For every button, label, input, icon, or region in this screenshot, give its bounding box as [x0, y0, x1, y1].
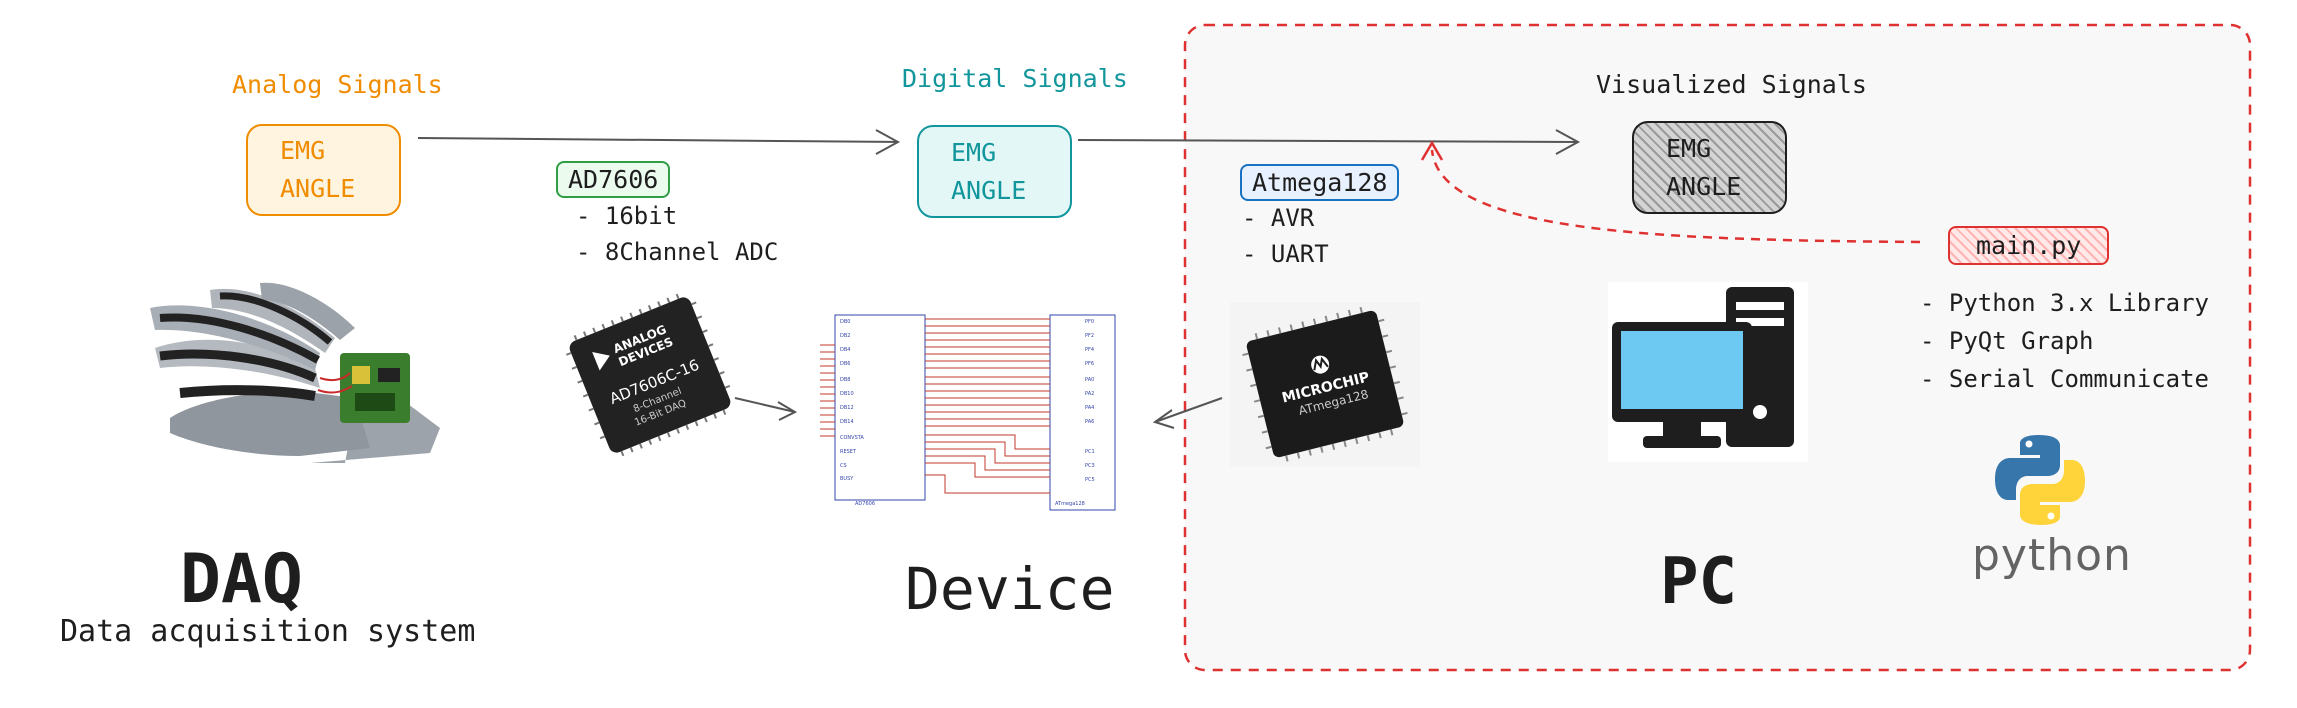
svg-text:PA2: PA2 — [1085, 391, 1094, 397]
svg-text:CS: CS — [840, 463, 847, 469]
analog-emg-label: EMG — [280, 136, 326, 165]
mcu-name-label: Atmega128 — [1240, 164, 1400, 201]
adc-chip-image: ANALOG DEVICES AD7606C-16 8-Channel 16-B… — [565, 293, 731, 457]
svg-text:BUSY: BUSY — [840, 476, 854, 482]
svg-text:DB6: DB6 — [840, 361, 850, 367]
digital-emg-label: EMG — [951, 137, 997, 167]
svg-text:PC1: PC1 — [1085, 449, 1095, 455]
arrow-digital-to-visualized — [1077, 139, 1579, 143]
svg-text:AD7606: AD7606 — [855, 501, 875, 507]
svg-text:PA4: PA4 — [1085, 405, 1094, 411]
arrowhead-mcu-to-schematic — [1152, 409, 1175, 429]
visualized-signals-label: Visualized Signals — [1596, 70, 1867, 99]
software-feature-item: - Serial Communicate — [1920, 365, 2209, 393]
svg-text:PF4: PF4 — [1085, 347, 1094, 353]
adc-name-label: AD7606 — [556, 161, 671, 198]
adc-feature-list: - 16bit - 8Channel ADC — [576, 198, 778, 270]
daq-title: DAQ — [180, 540, 303, 619]
adc-feature-item: - 8Channel ADC — [576, 238, 779, 266]
digital-signals-label: Digital Signals — [902, 64, 1128, 93]
analog-signals-label: Analog Signals — [232, 70, 443, 99]
adc-feature-item: - 16bit — [576, 202, 678, 230]
mcu-feature-list: - AVR - UART — [1242, 200, 1329, 272]
daq-subtitle: Data acquisition system — [60, 614, 476, 649]
analog-angle-label: ANGLE — [280, 174, 356, 203]
svg-text:PF2: PF2 — [1085, 333, 1094, 339]
svg-text:DB14: DB14 — [840, 419, 854, 425]
arrow-mcu-to-schematic — [1154, 397, 1223, 423]
arrowhead-analog-to-digital — [875, 129, 901, 155]
pc-title: PC — [1660, 545, 1738, 619]
python-logo-icon — [1995, 435, 2085, 525]
arrow-analog-to-digital — [417, 137, 899, 143]
visualized-angle-label: ANGLE — [1666, 171, 1742, 201]
python-logo-text: python — [1972, 530, 2132, 581]
arrowhead-main-to-visualized — [1420, 140, 1444, 161]
mcu-feature-item: - AVR — [1242, 204, 1315, 232]
arrow-adc-to-schematic — [734, 397, 796, 413]
mcu-feature-item: - UART — [1242, 240, 1329, 268]
svg-text:CONVSTA: CONVSTA — [840, 435, 864, 441]
main-py-label: main.py — [1948, 226, 2110, 265]
mcu-chip-image: MICROCHIP ATmega128 — [1230, 302, 1420, 467]
arrow-main-to-visualized — [1430, 149, 1921, 244]
svg-text:PA0: PA0 — [1085, 377, 1094, 383]
svg-text:ATmega128: ATmega128 — [1055, 501, 1085, 507]
svg-text:DB4: DB4 — [840, 347, 850, 353]
svg-text:RESET: RESET — [840, 449, 857, 455]
arrowhead-adc-to-schematic — [777, 401, 798, 421]
device-title: Device — [905, 555, 1115, 623]
svg-text:PF6: PF6 — [1085, 361, 1094, 367]
svg-text:PF0: PF0 — [1085, 319, 1094, 325]
analog-signal-box: EMG ANGLE — [246, 124, 401, 216]
svg-text:DB10: DB10 — [840, 391, 854, 397]
digital-signal-box: EMG ANGLE — [917, 125, 1072, 218]
svg-text:DB2: DB2 — [840, 333, 850, 339]
svg-text:DB8: DB8 — [840, 377, 850, 383]
software-feature-item: - Python 3.x Library — [1920, 289, 2209, 317]
svg-text:PA6: PA6 — [1085, 419, 1094, 425]
visualized-signal-box: EMG ANGLE — [1632, 121, 1787, 214]
data-glove-image — [150, 282, 440, 463]
pc-computer-icon — [1608, 282, 1808, 462]
software-feature-list: - Python 3.x Library - PyQt Graph - Seri… — [1920, 284, 2209, 398]
digital-angle-label: ANGLE — [951, 175, 1027, 205]
svg-text:DB0: DB0 — [840, 319, 850, 325]
arrowhead-digital-to-visualized — [1555, 129, 1581, 155]
svg-text:PC5: PC5 — [1085, 477, 1095, 483]
svg-text:DB12: DB12 — [840, 405, 854, 411]
software-feature-item: - PyQt Graph — [1920, 327, 2094, 355]
visualized-emg-label: EMG — [1666, 133, 1712, 163]
svg-text:PC3: PC3 — [1085, 463, 1095, 469]
